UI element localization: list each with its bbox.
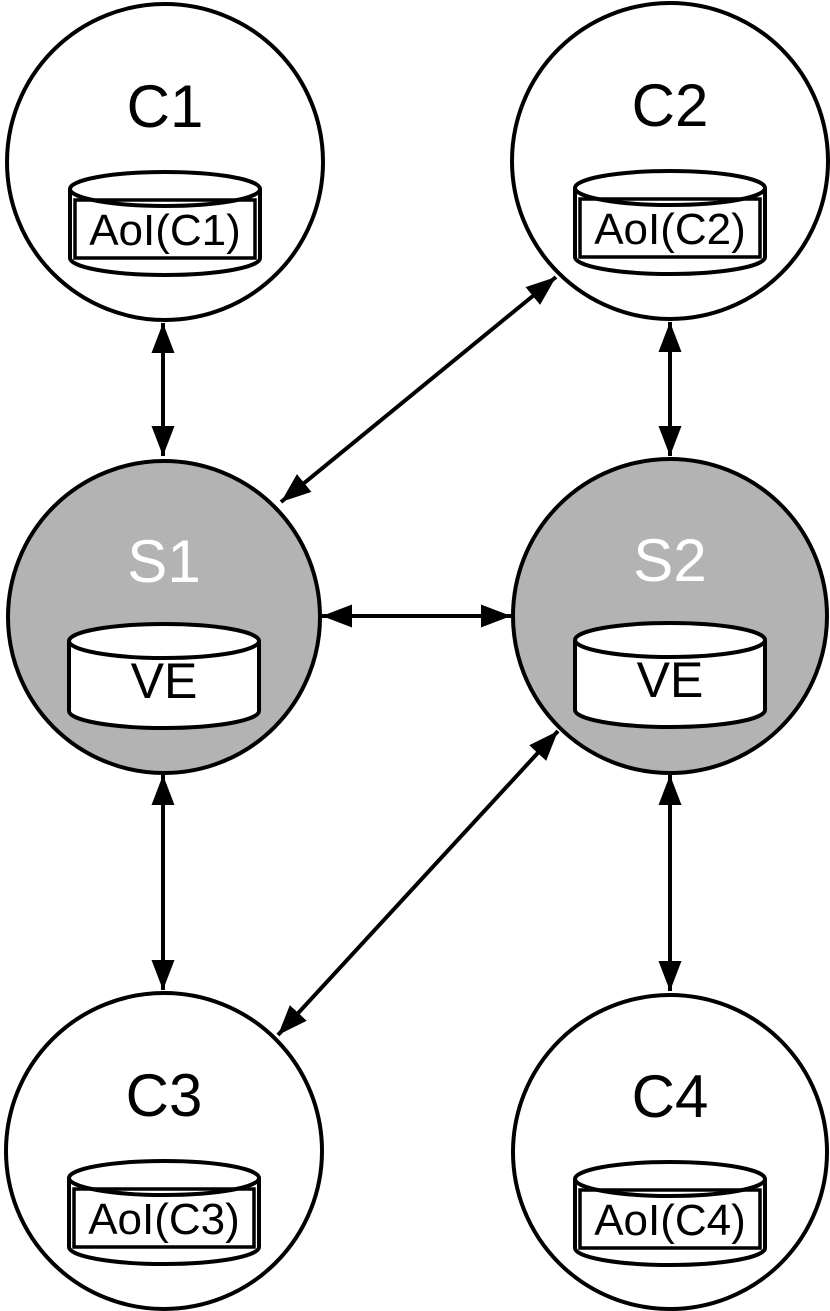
database-cylinder-icon [67,641,261,730]
node-c3: C3 AoI(C3) [4,991,324,1311]
node-c2-label: C2 [632,72,709,139]
node-c1-label: C1 [127,73,204,140]
node-c3-datastore: AoI(C3) [67,1159,261,1266]
database-cylinder-icon [68,189,262,277]
node-s1-datastore: VE [67,622,261,730]
node-c1-datastore: AoI(C1) [68,170,262,277]
edges [151,275,682,1037]
node-c1-datastore-label: AoI(C1) [89,206,241,255]
node-s1: S1 VE [6,459,322,775]
node-c1: C1 AoI(C1) [5,2,325,322]
node-c4: C4 AoI(C4) [511,993,829,1311]
node-s2-datastore-label: VE [637,652,704,708]
node-c4-datastore-label: AoI(C4) [594,1196,746,1245]
datastore-box [73,198,257,260]
database-cylinder-top-icon [573,1160,767,1198]
node-c2-datastore: AoI(C2) [573,169,767,276]
database-cylinder-top-icon [67,622,261,660]
node-c2-datastore-label: AoI(C2) [594,205,746,254]
datastore-box [72,1187,256,1249]
database-cylinder-top-icon [573,621,767,659]
node-s2-datastore: VE [573,621,767,729]
database-cylinder-top-icon [67,1159,261,1197]
database-cylinder-icon [573,640,767,729]
database-cylinder-icon [573,1179,767,1267]
node-c4-datastore: AoI(C4) [573,1160,767,1267]
edge-s2-c3 [276,729,560,1037]
datastore-box [578,197,762,259]
database-cylinder-icon [573,188,767,276]
node-c2: C2 AoI(C2) [510,1,830,321]
database-cylinder-top-icon [68,170,262,208]
database-cylinder-icon [67,1178,261,1266]
node-s2: S2 VE [511,457,829,775]
edge-s1-c2 [279,275,558,504]
node-c3-datastore-label: AoI(C3) [88,1195,240,1244]
node-s1-datastore-label: VE [131,653,198,709]
database-cylinder-top-icon [573,169,767,207]
datastore-box [578,1188,762,1250]
node-c4-label: C4 [632,1063,709,1130]
node-s1-label: S1 [127,528,200,595]
node-c3-label: C3 [126,1062,203,1129]
node-s2-label: S2 [633,527,706,594]
